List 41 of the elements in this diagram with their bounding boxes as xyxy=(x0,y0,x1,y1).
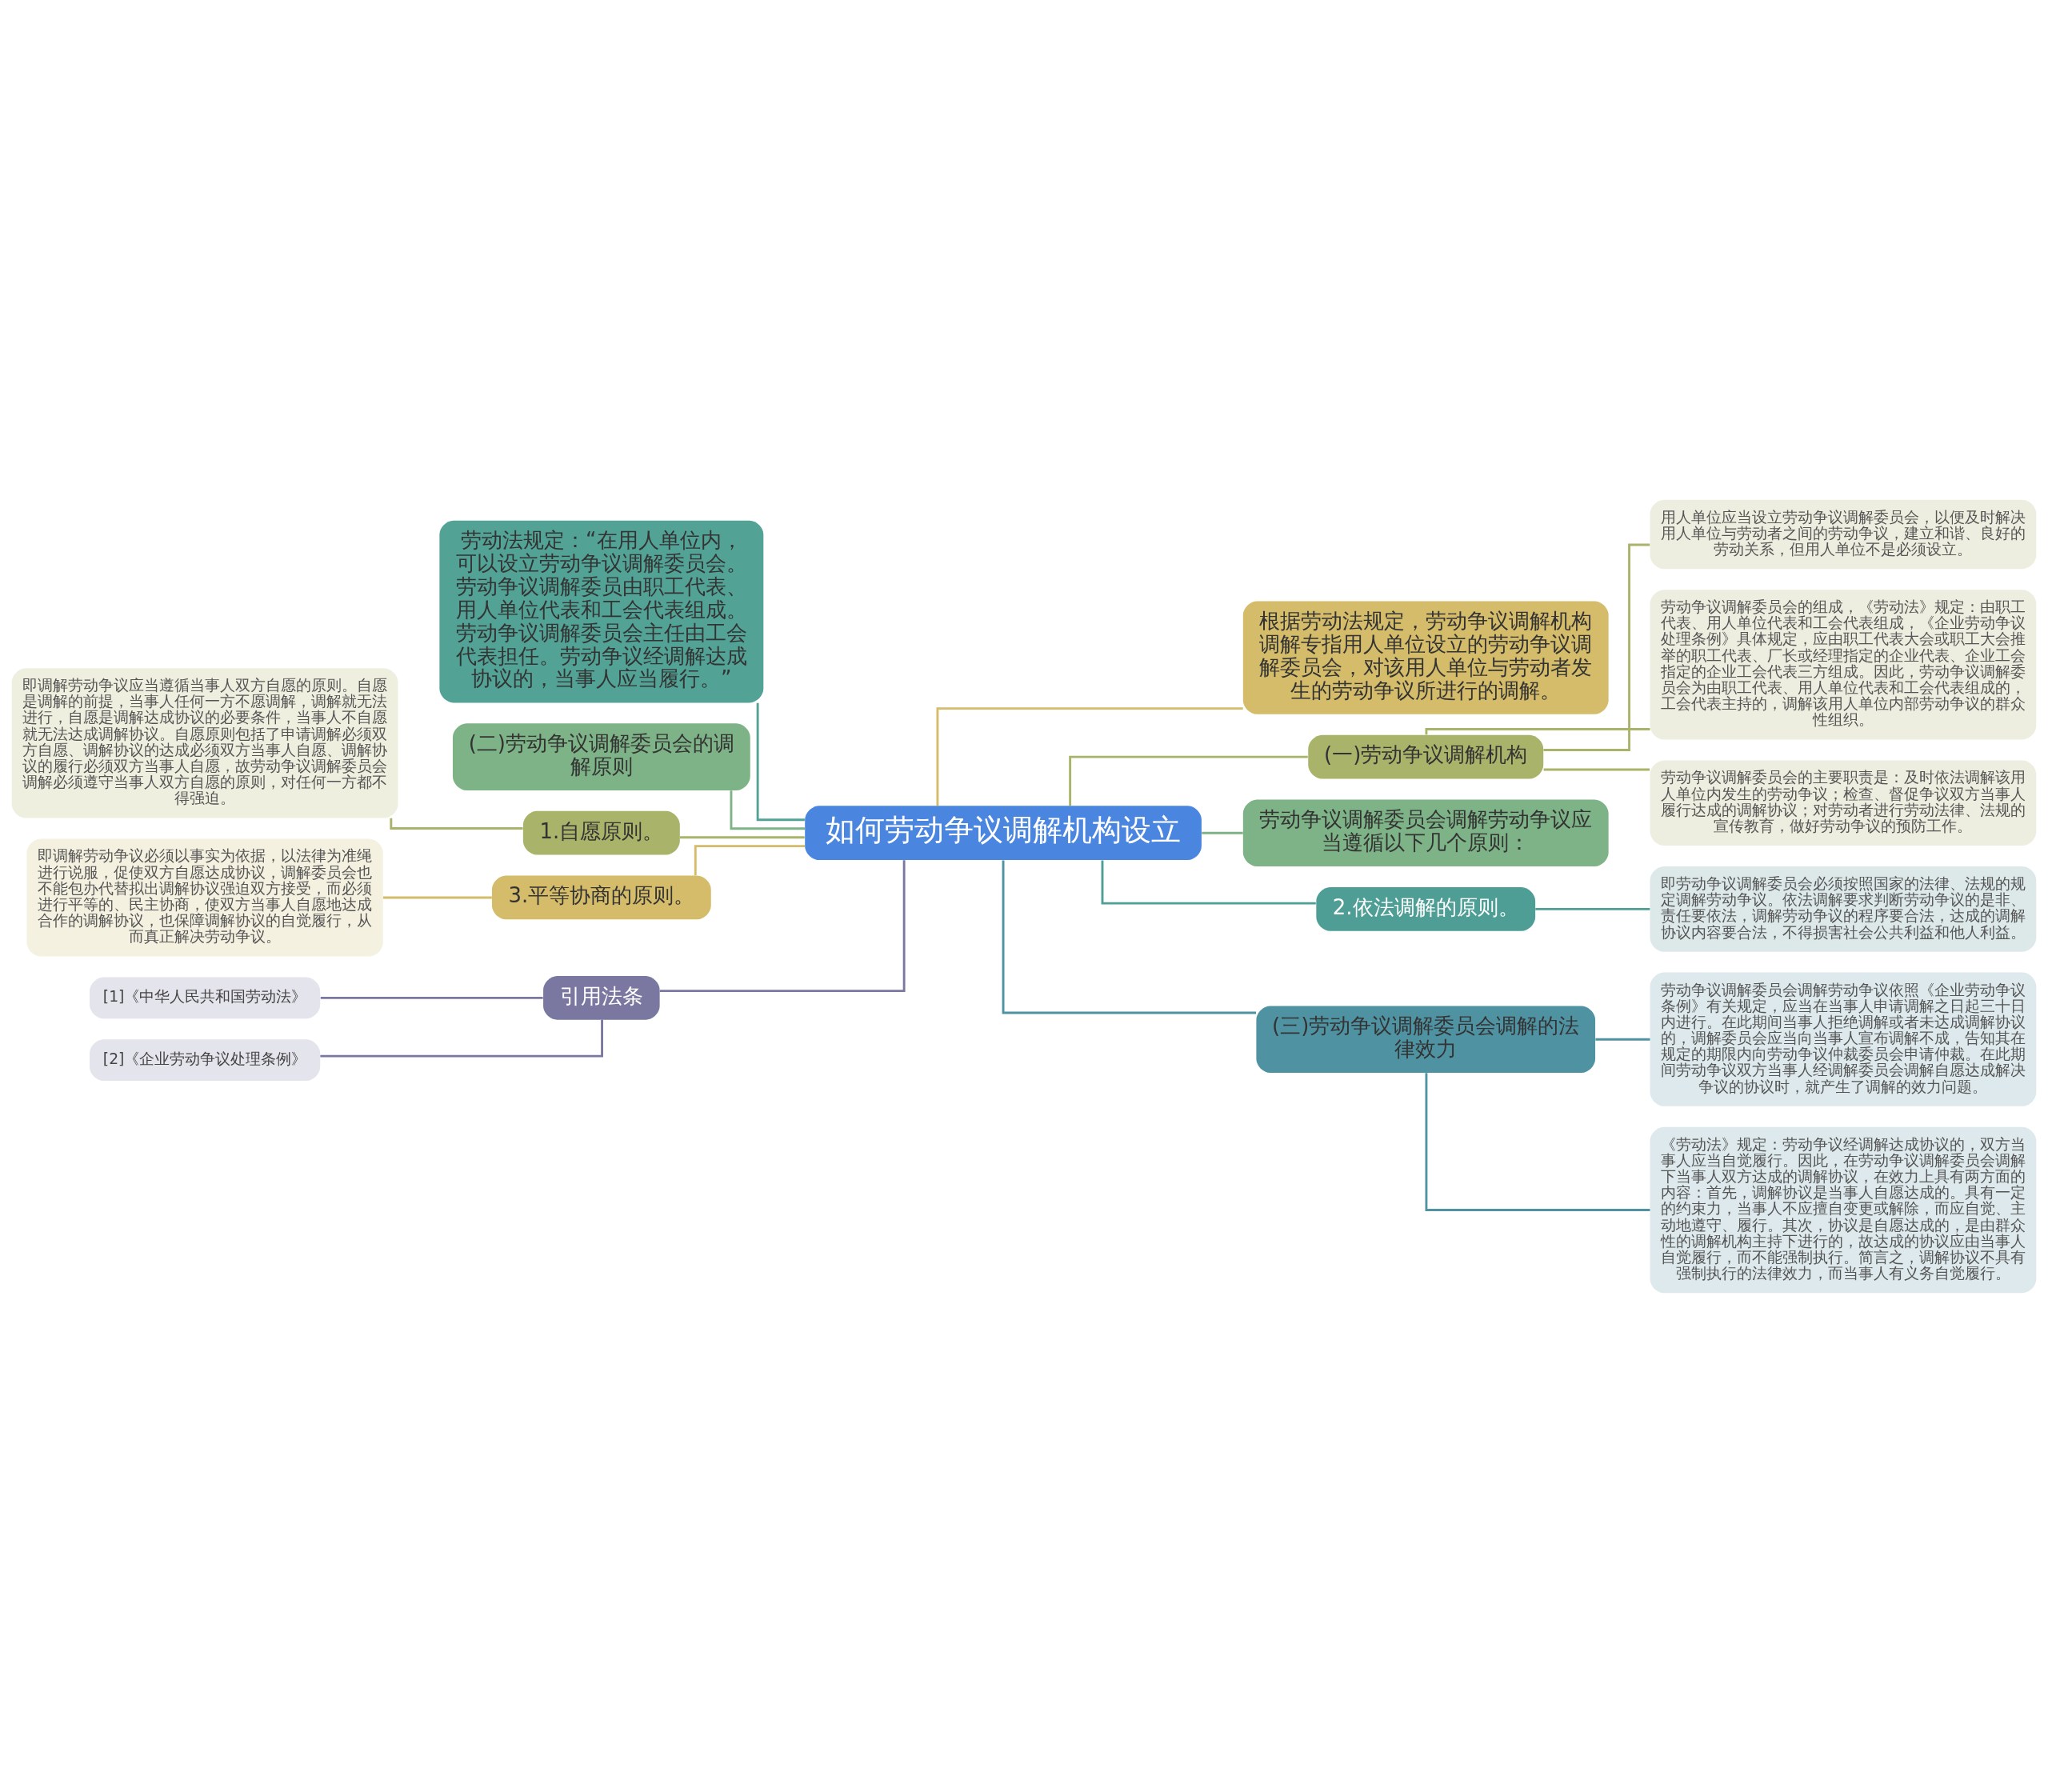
connector xyxy=(1069,755,1308,806)
connector xyxy=(730,790,805,830)
node-box: 劳动争议调解委员会调解劳动争议依照《企业劳动争议条例》有关规定，应当在当事人申请调解之日起三十日内进行。在此期间当事人拒绝调解或者未达成调解协议的，调解委员会应当向当事人宣布调解不成，告知其在规定的期限内向劳动争议仲裁委员会申请仲裁。在此期间劳动争议双方当事人经调解委员会调解自愿达成解决争议的协议时，就产生了调解的效力问题。 xyxy=(1650,972,2037,1106)
node-box: 即调解劳动争议必须以事实为依据，以法律为准绳进行说服，促使双方自愿达成协议，调解委员会也不能包办代替拟出调解协议强迫双方接受，而必须进行平等的、民主协商，使双方当事人自愿地达成合作的调解协议，也保障调解协议的自觉履行，从而真正解决劳动争议。 xyxy=(26,838,383,956)
connector xyxy=(1425,727,1650,734)
node-box: 劳动争议调解委员会调解劳动争议应当遵循以下几个原则： xyxy=(1242,798,1609,866)
node-box: 劳动争议调解委员会的主要职责是：及时依法调解该用人单位内发生的劳动争议；检查、督促争议双方当事人履行达成的调解协议；对劳动者进行劳动法律、法规的宣传教育，做好劳动争议的预防工作。 xyxy=(1650,759,2037,846)
connector xyxy=(1543,768,1650,770)
node-box: 即劳动争议调解委员会必须按照国家的法律、法规的规定调解劳动争议。依法调解要求判断劳动争议的是非、责任要依法，调解劳动争议的程序要合法，达成的调解协议内容要合法，不得损害社会公共利益和他人利益。 xyxy=(1650,866,2037,952)
connector xyxy=(679,835,805,838)
connector xyxy=(756,702,805,821)
node-box: (二)劳动争议调解委员会的调解原则 xyxy=(452,722,750,790)
connector xyxy=(390,818,523,830)
connector xyxy=(1202,831,1243,834)
node-box: (一)劳动争议调解机构 xyxy=(1308,734,1544,778)
node-box: 劳动法规定：“在用人单位内，可以设立劳动争议调解委员会。劳动争议调解委员由职工代表、用人单位代表和工会代表组成。劳动争议调解委员会主任由工会代表担任。劳动争议经调解达成协议的，当事人应当履行。” xyxy=(439,520,764,702)
connector xyxy=(1425,1072,1650,1211)
node-box: 劳动争议调解委员会的组成，《劳动法》规定：由职工代表、用人单位代表和工会代表组成，《企业劳动争议处理条例》具体规定，应由职工代表大会或职工大会推举的职工代表、厂长或经理指定的企业代表、企业工会指定的企业工会代表三方组成。因此，劳动争议调解委员会为由职工代表、用人单位代表和工会代表组成的，工会代表主持的，调解该用人单位内部劳动争议的群众性组织。 xyxy=(1650,589,2037,739)
node-box: (三)劳动争议调解委员会调解的法律效力 xyxy=(1256,1005,1596,1073)
node-box: 如何劳动争议调解机构设立 xyxy=(805,805,1202,860)
connector xyxy=(1543,543,1650,751)
node-box: 即调解劳动争议应当遵循当事人双方自愿的原则。自愿是调解的前提，当事人任何一方不愿调解，调解就无法进行，自愿是调解达成协议的必要条件，当事人不自愿就无法达成调解协议。自愿原则包括了申请调解必须双方自愿、调解协议的达成必须双方当事人自愿、调解协议的履行必须双方当事人自愿，故劳动争议调解委员会调解必须遵守当事人双方自愿的原则，对任何一方都不得强迫。 xyxy=(11,667,398,818)
connector xyxy=(1535,907,1650,910)
connector xyxy=(1595,1038,1650,1041)
node-box: 用人单位应当设立劳动争议调解委员会，以便及时解决用人单位与劳动者之间的劳动争议，建立和谐、良好的劳动关系，但用人单位不是必须设立。 xyxy=(1650,499,2037,569)
node-box: [2]《企业劳动争议处理条例》 xyxy=(90,1038,321,1081)
node-box: 3.平等协商的原则。 xyxy=(491,875,711,919)
node-box: 1.自愿原则。 xyxy=(522,810,680,855)
node-box: 引用法条 xyxy=(543,975,660,1020)
connector xyxy=(382,896,492,898)
connector xyxy=(1101,860,1316,905)
connector xyxy=(659,859,906,992)
node-box: 根据劳动法规定，劳动争议调解机构调解专指用人单位设立的劳动争议调解委员会，对该用人单位与劳动者发生的劳动争议所进行的调解。 xyxy=(1242,601,1609,714)
node-box: 《劳动法》规定：劳动争议经调解达成协议的，双方当事人应当自觉履行。因此，在劳动争议调解委员会调解下当事人双方达成的调解协议，在效力上具有两方面的内容：首先，调解协议是当事人自愿达成的。具有一定的约束力，当事人不应擅自变更或解除，而应自觉、主动地遵守、履行。其次，协议是自愿达成的，是由群众性的调解机构主持下进行的，故达成的协议应由当事人自觉履行，而不能强制执行。简言之，调解协议不具有强制执行的法律效力，而当事人有义务自觉履行。 xyxy=(1650,1126,2037,1293)
node-box: 2.依法调解的原则。 xyxy=(1316,886,1536,931)
connector xyxy=(320,1019,603,1058)
connector xyxy=(1002,859,1257,1014)
connector xyxy=(694,844,806,875)
connector xyxy=(936,706,1243,806)
node-box: [1]《中华人民共和国劳动法》 xyxy=(90,976,321,1018)
connector xyxy=(320,996,543,999)
